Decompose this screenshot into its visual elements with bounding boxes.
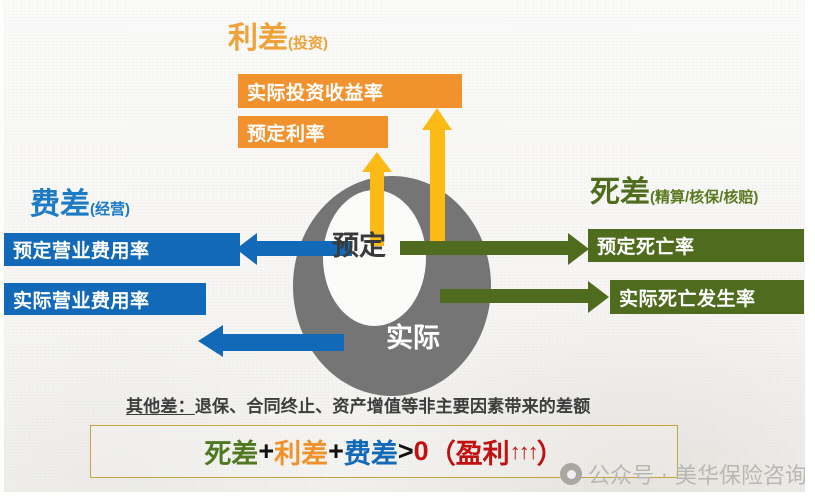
up-arrow-short-head (362, 152, 392, 172)
heading-profit-main: 利差 (228, 22, 288, 55)
formula-operator: > (397, 436, 414, 466)
formula-close-paren: ） (536, 439, 564, 469)
footnote-other-spread: 其他差：退保、合同终止、资产增值等非主要因素带来的差额 (126, 392, 590, 417)
up-arrow-tall-shaft (430, 128, 445, 246)
left-arrow-upper-head (236, 233, 257, 265)
box-assumed-expense-ratio[interactable]: 预定营业费用率 (4, 233, 240, 266)
box-assumed-mortality-rate[interactable]: 预定死亡率 (588, 229, 804, 262)
right-arrow-upper-head (568, 233, 589, 265)
wechat-badge-icon (560, 463, 582, 485)
up-arrow-tall-head (422, 108, 452, 130)
heading-expense-sub: (经营) (90, 201, 130, 218)
formula-plus-1: + (258, 436, 275, 466)
center-actual-label: 实际 (386, 323, 440, 353)
left-margin (0, 0, 4, 498)
formula-term-profit: 利差 (274, 439, 329, 469)
box-assumed-interest-rate[interactable]: 预定利率 (238, 116, 388, 148)
heading-expense-main: 费差 (30, 188, 90, 221)
right-arrow-upper-shaft (400, 241, 570, 255)
left-arrow-upper-shaft (256, 241, 352, 256)
up-arrow-short-shaft (370, 170, 384, 246)
watermark: 公众号 · 美华保险咨询 (560, 458, 807, 490)
watermark-text: 公众号 · 美华保险咨询 (588, 464, 807, 489)
box-actual-expense-ratio[interactable]: 实际营业费用率 (4, 283, 206, 315)
heading-profit-spread: 利差(投资) (228, 24, 328, 54)
left-arrow-lower-head (198, 325, 223, 357)
heading-expense-spread: 费差(经营) (30, 190, 130, 220)
right-arrow-lower-shaft (440, 289, 590, 303)
right-margin (805, 0, 815, 498)
formula-expression: 死差+利差+费差>0（盈利↑↑↑） (90, 425, 678, 478)
formula-term-expense: 费差 (343, 439, 398, 469)
heading-mortality-main: 死差 (590, 176, 650, 209)
footnote-lead: 其他差： (126, 397, 195, 416)
box-actual-investment-return[interactable]: 实际投资收益率 (238, 74, 462, 108)
heading-profit-sub: (投资) (288, 35, 328, 52)
left-arrow-lower-shaft (222, 334, 344, 351)
heading-mortality-sub: (精算/核保/核赔) (650, 189, 759, 206)
bottom-margin (0, 492, 815, 498)
formula-plus-2: + (328, 436, 344, 466)
right-arrow-lower-head (588, 281, 609, 313)
formula-open-paren: （盈利 (428, 439, 510, 469)
footnote-rest: 退保、合同终止、资产增值等非主要因素带来的差额 (194, 397, 591, 416)
heading-mortality-spread: 死差(精算/核保/核赔) (590, 178, 758, 208)
up-arrows-icon: ↑↑↑ (509, 438, 539, 464)
formula-term-mortality: 死差 (204, 439, 259, 469)
center-assumed-label: 预定 (332, 231, 386, 261)
formula-zero: 0 (413, 436, 429, 466)
box-actual-mortality-rate[interactable]: 实际死亡发生率 (610, 280, 804, 314)
